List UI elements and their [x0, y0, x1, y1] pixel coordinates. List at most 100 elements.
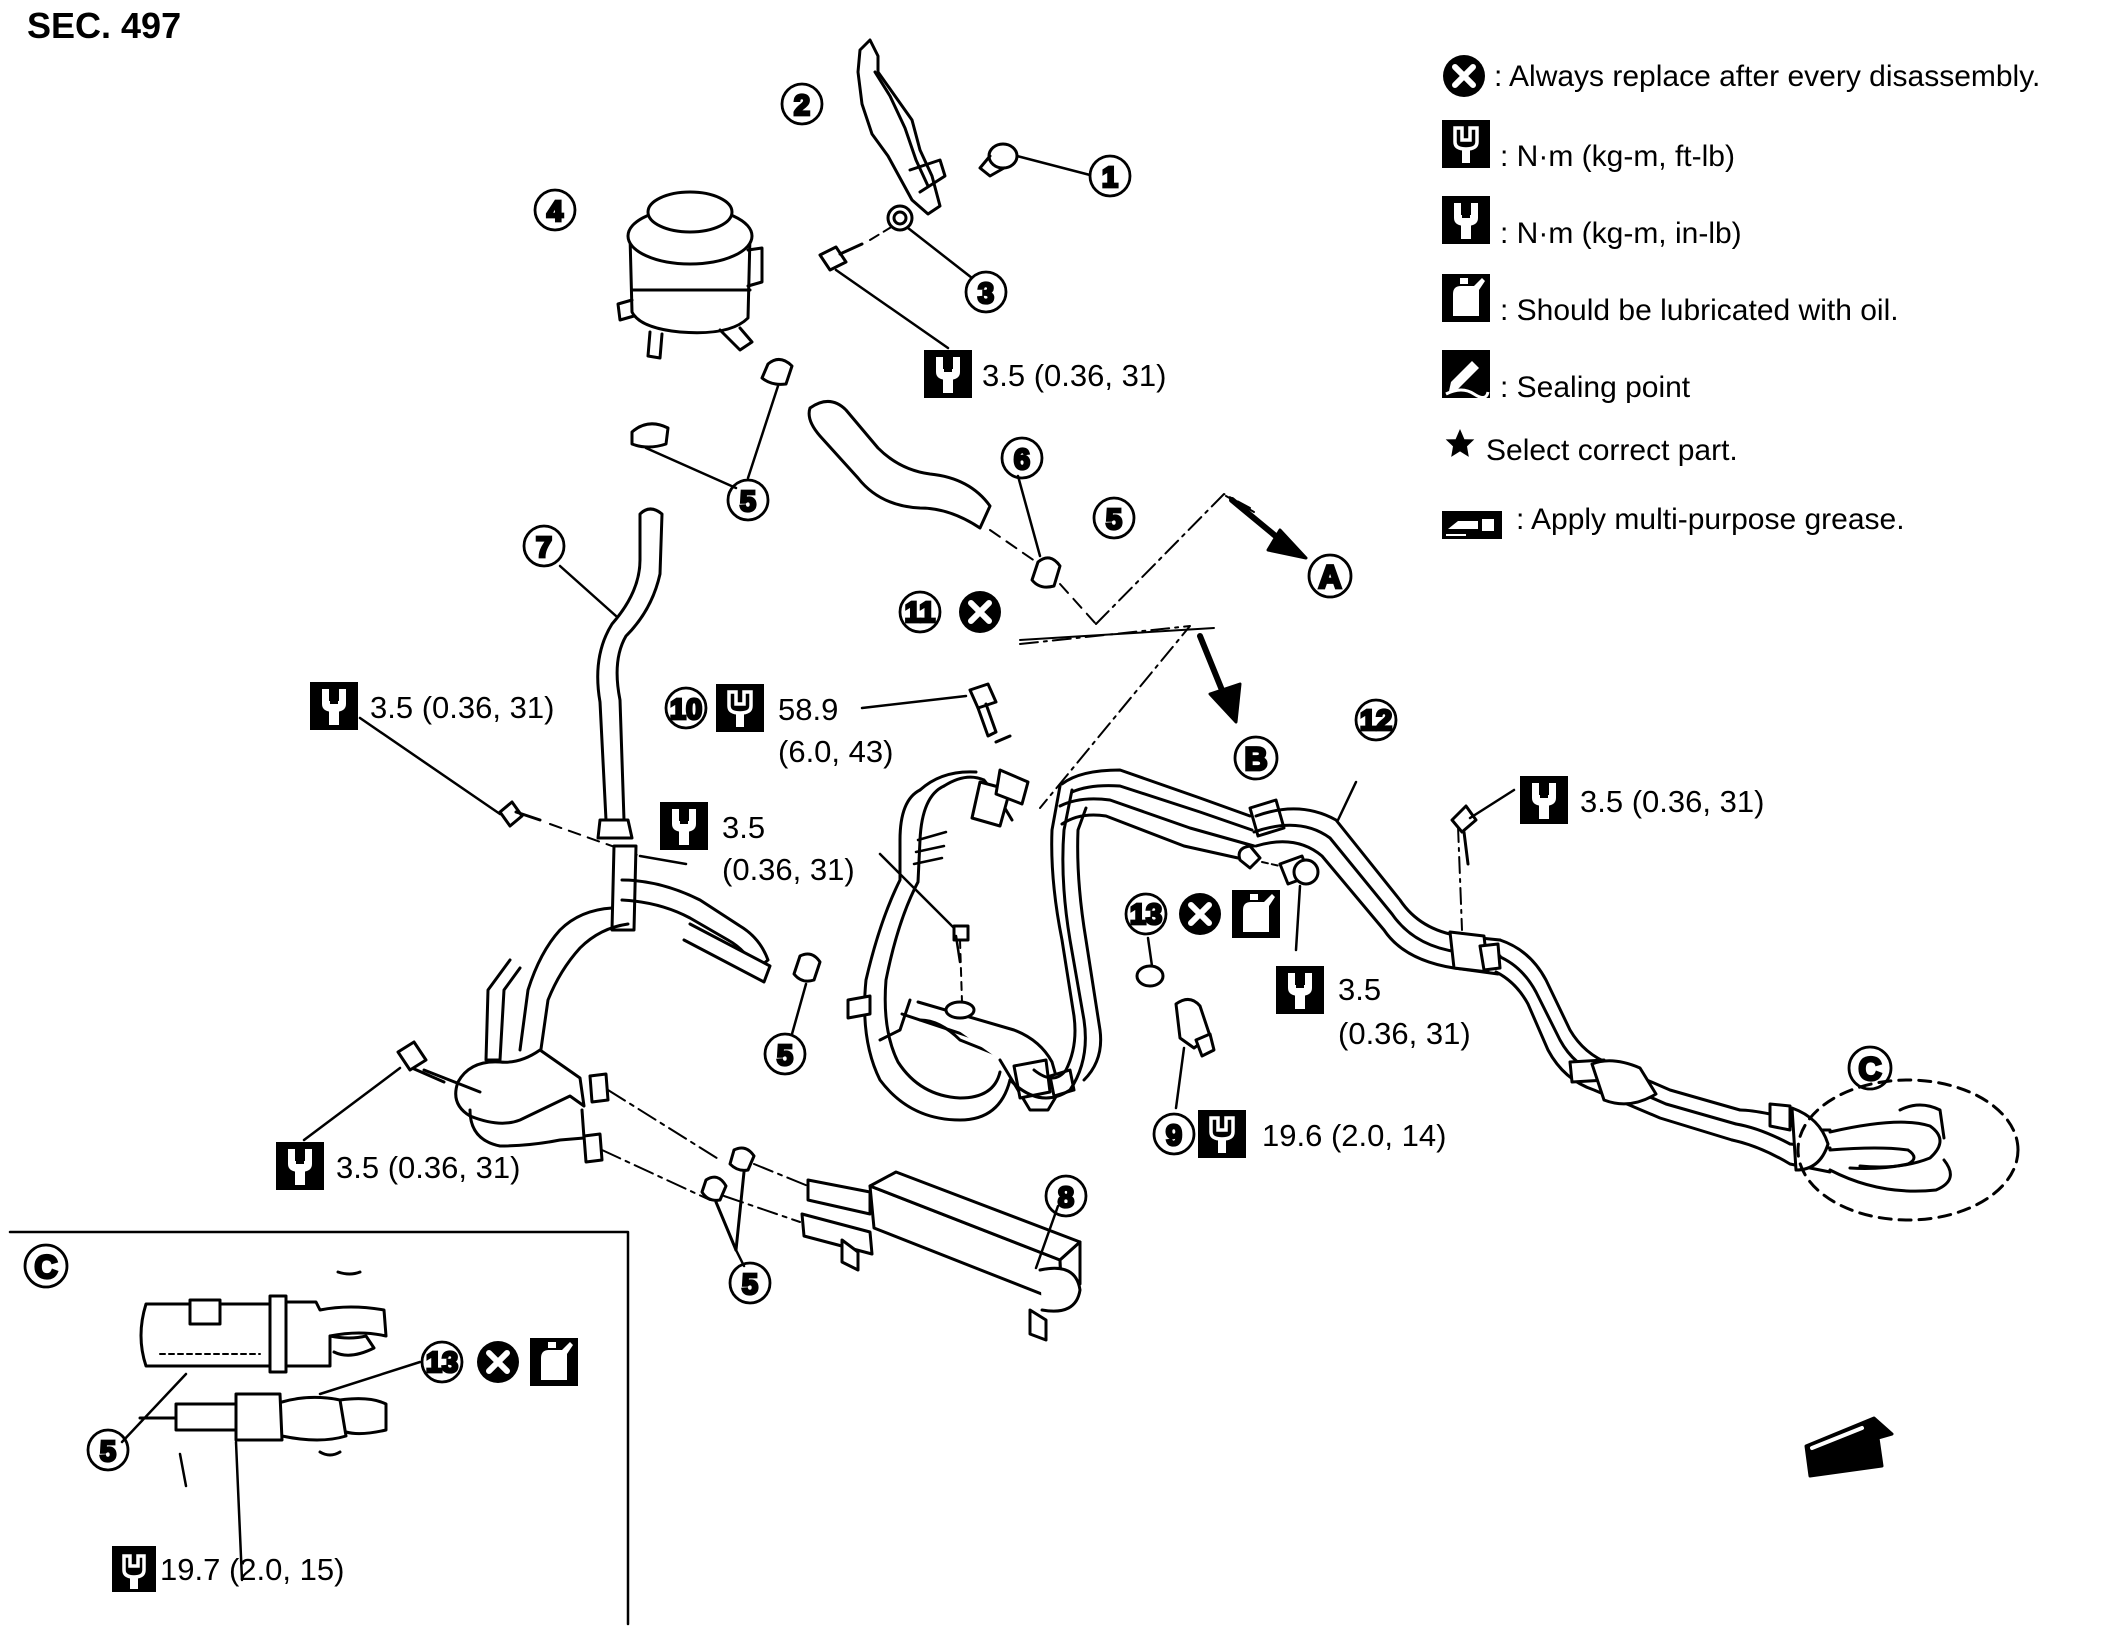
torque-label-clip-bolt: 3.5 (0.36, 31) [1580, 784, 1764, 819]
arrow-b [1197, 633, 1242, 724]
svg-text:B: B [1244, 741, 1267, 777]
wrench-filled-icon [1520, 776, 1568, 824]
legend-item-grease: : Apply multi-purpose grease. [1441, 503, 1905, 540]
callout-11: 11 [898, 590, 942, 634]
section-label: SEC. 497 [27, 5, 181, 46]
legend-item-torque-ft-lb: : N·m (kg-m, ft-lb) [1440, 118, 1735, 173]
wrench-filled-icon [276, 1142, 324, 1190]
x-circle-icon [1179, 893, 1221, 935]
legend-item-torque-in-lb: : N·m (kg-m, in-lb) [1442, 196, 1742, 250]
callout-13-a: 13 [1124, 892, 1168, 936]
tube-clip-part [1237, 798, 1320, 952]
svg-text:C: C [34, 1249, 57, 1285]
svg-text:: Should be lubricated with oi: : Should be lubricated with oil. [1500, 294, 1899, 327]
bracket-part [856, 38, 947, 216]
callout-9: 9 [1152, 1112, 1196, 1156]
detail-c-circle [1796, 1078, 2020, 1222]
svg-text:13: 13 [426, 1347, 458, 1379]
svg-text:5: 5 [740, 486, 756, 518]
svg-text:7: 7 [536, 532, 552, 564]
letter-c-inset: C [23, 1243, 69, 1289]
svg-text:13: 13 [1130, 899, 1162, 931]
callout-10: 10 [664, 686, 708, 730]
svg-text:8: 8 [1058, 1182, 1074, 1214]
legend-item-always-replace: : Always replace after every disassembly… [1443, 55, 2040, 97]
star-icon [1445, 429, 1475, 457]
pressure-tube-right [1252, 780, 1952, 1193]
nut-part [886, 204, 974, 280]
torque-label-clip: 3.5 [1338, 972, 1381, 1007]
wrench-filled-icon [1276, 966, 1324, 1014]
torque-label-hose-clamp: 3.5 [722, 810, 765, 845]
callout-3: 3 [964, 270, 1008, 314]
callout-8: 8 [1044, 1174, 1088, 1218]
wrench-filled-icon [1442, 196, 1490, 244]
svg-text:: Sealing point: : Sealing point [1500, 371, 1691, 404]
legend-item-sealing: : Sealing point [1440, 348, 1691, 404]
oil-can-icon [1442, 274, 1490, 322]
torque-label-inset-flare-nut: 19.7 (2.0, 15) [160, 1552, 344, 1587]
reservoir-tank-part [616, 190, 764, 360]
legend-item-select-part: Select correct part. [1445, 429, 1738, 467]
callout-4: 4 [533, 188, 577, 232]
callout-6: 6 [1000, 436, 1044, 480]
svg-text:5: 5 [742, 1269, 758, 1301]
svg-text:C: C [1858, 1051, 1881, 1087]
callout-13-b: 13 [420, 1340, 464, 1384]
letter-c-main: C [1847, 1045, 1893, 1091]
union-bolt-part [860, 682, 1012, 744]
torque-label-union-bolt: 58.9 [778, 692, 838, 727]
arrow-a [1229, 497, 1308, 560]
letter-b: B [1233, 735, 1279, 781]
wrench-filled-icon [924, 350, 972, 398]
callout-2: 2 [780, 82, 824, 126]
torque-label-bracket-bolt: 3.5 (0.36, 31) [336, 1150, 520, 1185]
svg-text:A: A [1318, 559, 1341, 595]
front-direction-arrow-icon [1804, 1416, 1894, 1478]
torque-label-bolt-3: 3.5 (0.36, 31) [982, 358, 1166, 393]
svg-text:5: 5 [1106, 504, 1122, 536]
wrench-open-icon [112, 1546, 156, 1592]
callout-12: 12 [1354, 698, 1398, 742]
svg-text:1: 1 [1102, 162, 1118, 194]
svg-text:12: 12 [1360, 705, 1392, 737]
sealing-icon [1440, 348, 1492, 400]
svg-text:4: 4 [547, 196, 563, 228]
svg-text:10: 10 [670, 694, 702, 726]
x-circle-icon [1443, 55, 1485, 97]
reference-leaders [1019, 493, 1255, 809]
symbol-legend: : Always replace after every disassembly… [1440, 55, 2040, 540]
callout-1: 1 [1088, 154, 1132, 198]
oil-can-icon [530, 1338, 578, 1386]
o-ring-part [1135, 936, 1165, 988]
wrench-filled-icon [660, 802, 708, 850]
callout-5-d: 5 [728, 1261, 772, 1305]
x-circle-icon [477, 1341, 519, 1383]
torque-label-clamp-bolt: 3.5 (0.36, 31) [370, 690, 554, 725]
letter-a: A [1307, 553, 1353, 599]
hose-clamp-part [630, 358, 794, 490]
svg-text:3: 3 [978, 278, 994, 310]
connector-fitting-part [1174, 998, 1216, 1110]
svg-text:9: 9 [1166, 1120, 1182, 1152]
torque-label-connector: 19.6 (2.0, 14) [1262, 1118, 1446, 1153]
svg-text:5: 5 [100, 1436, 116, 1468]
callout-5-e: 5 [86, 1428, 130, 1472]
tube-assembly-left [302, 844, 822, 1201]
wrench-filled-icon [310, 682, 358, 730]
legend-item-lubricate: : Should be lubricated with oil. [1442, 274, 1899, 327]
pressure-tube-center [846, 768, 1258, 1122]
svg-text:: Apply multi-purpose grease.: : Apply multi-purpose grease. [1516, 503, 1905, 536]
wrench-open-icon [1196, 1108, 1248, 1160]
suction-hose-part [558, 507, 664, 840]
clamp-bolt-part [358, 716, 688, 866]
callout-5-b: 5 [1092, 496, 1136, 540]
torque-label-hose-clamp-units: (0.36, 31) [722, 852, 855, 887]
callout-5-c: 5 [763, 1032, 807, 1076]
svg-text:2: 2 [794, 90, 810, 122]
svg-text:6: 6 [1014, 444, 1030, 476]
wrench-open-icon [714, 682, 766, 734]
svg-text:5: 5 [777, 1040, 793, 1072]
callout-7: 7 [522, 524, 566, 568]
